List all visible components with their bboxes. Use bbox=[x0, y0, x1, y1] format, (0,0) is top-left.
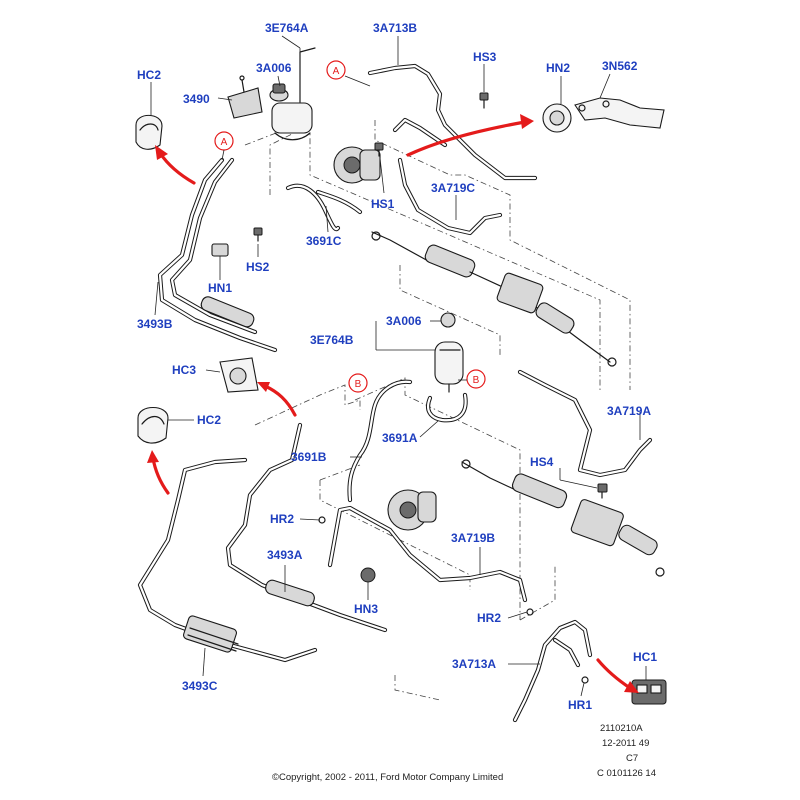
bolt-HS2 bbox=[253, 227, 263, 242]
nut-HN1 bbox=[211, 243, 229, 257]
callout-HN1: HN1 bbox=[208, 281, 232, 295]
callout-HR1: HR1 bbox=[568, 698, 592, 712]
reservoir-3E764A bbox=[269, 47, 316, 141]
flow-arrow-hc1-head bbox=[624, 681, 639, 693]
callout-3493C: 3493C bbox=[182, 679, 218, 693]
marker-A2: A bbox=[214, 131, 234, 161]
steering-rack-top bbox=[371, 231, 617, 367]
steering-rack-bottom bbox=[461, 459, 665, 577]
hose-3691A bbox=[425, 392, 468, 423]
callouts-bottom: 3A006 3E764B HC3 HC2 3691A 3691B 3A719A … bbox=[172, 314, 657, 712]
flow-arrow-hc2-bottom bbox=[151, 456, 170, 495]
callout-HS3: HS3 bbox=[473, 50, 497, 64]
clip-HR2-b bbox=[526, 608, 534, 616]
ref-line-3: C7 bbox=[626, 753, 638, 764]
callout-3A713B: 3A713B bbox=[373, 21, 417, 35]
marker-B1: B bbox=[348, 373, 368, 393]
reservoir-3E764B bbox=[434, 312, 464, 393]
ref-line-2: 12-2011 49 bbox=[602, 738, 649, 749]
marker-B2: B bbox=[458, 369, 486, 389]
bracket-3N562 bbox=[574, 97, 665, 129]
nut-HN3 bbox=[360, 567, 376, 583]
callout-HR2-a: HR2 bbox=[270, 512, 294, 526]
ref-line-4: C 0101126 14 bbox=[597, 768, 656, 779]
flow-arrow-hc1 bbox=[596, 658, 632, 690]
hose-3691C bbox=[285, 183, 363, 232]
hose-3493C bbox=[137, 457, 318, 663]
callout-3A713A: 3A713A bbox=[452, 657, 496, 671]
pump-bottom bbox=[387, 489, 437, 531]
hose-3A713A bbox=[512, 619, 593, 723]
footer: ©Copyright, 2002 - 2011, Ford Motor Comp… bbox=[272, 723, 656, 783]
callout-HS1: HS1 bbox=[371, 197, 395, 211]
callout-HS2: HS2 bbox=[246, 260, 270, 274]
callout-3493A: 3493A bbox=[267, 548, 303, 562]
flow-arrow-top-right bbox=[406, 120, 527, 157]
clip-HR1 bbox=[581, 676, 589, 684]
hose-3691B bbox=[347, 379, 413, 503]
callout-HC1: HC1 bbox=[633, 650, 657, 664]
bracket-3490 bbox=[227, 75, 263, 119]
hose-3493B bbox=[157, 157, 278, 353]
callouts-top: 3E764A 3A006 3490 HC2 3A713B HS3 HN2 3N5… bbox=[137, 21, 638, 331]
clamp-HC2-top bbox=[135, 114, 163, 150]
callout-HS4: HS4 bbox=[530, 455, 554, 469]
callout-3490: 3490 bbox=[183, 92, 210, 106]
hose-3493A bbox=[225, 422, 388, 633]
bolt-HS4 bbox=[597, 483, 608, 499]
flow-arrow-top-left-head bbox=[155, 145, 168, 160]
callout-3A006-bottom: 3A006 bbox=[386, 314, 422, 328]
callout-3493B: 3493B bbox=[137, 317, 173, 331]
clamp-HC2-bottom bbox=[137, 406, 169, 444]
callout-HC2-bottom: HC2 bbox=[197, 413, 221, 427]
callout-3N562: 3N562 bbox=[602, 59, 638, 73]
marker-A1-label: A bbox=[333, 66, 340, 77]
bolt-HS3 bbox=[479, 92, 489, 109]
copyright-text: ©Copyright, 2002 - 2011, Ford Motor Comp… bbox=[272, 772, 503, 783]
pump-top bbox=[333, 146, 381, 184]
bolt-HS1 bbox=[374, 142, 384, 157]
callout-3A719A: 3A719A bbox=[607, 404, 651, 418]
callout-3A719B: 3A719B bbox=[451, 531, 495, 545]
callout-3691B: 3691B bbox=[291, 450, 327, 464]
hose-3A719A bbox=[517, 369, 653, 478]
flow-arrow-top-left bbox=[158, 151, 196, 185]
flow-arrows bbox=[147, 114, 639, 693]
callout-3A719C: 3A719C bbox=[431, 181, 475, 195]
callout-3691C: 3691C bbox=[306, 234, 342, 248]
flow-arrow-hc3-head bbox=[257, 382, 270, 392]
ref-line-1: 2110210A bbox=[600, 723, 643, 734]
flow-arrow-hc3 bbox=[263, 384, 297, 417]
marker-A2-label: A bbox=[221, 137, 228, 148]
callout-HC3: HC3 bbox=[172, 363, 196, 377]
callout-HN2: HN2 bbox=[546, 61, 570, 75]
hose-3A719C bbox=[397, 157, 503, 236]
marker-A1: A bbox=[326, 60, 371, 87]
leader-lines bbox=[150, 35, 647, 697]
hose-3A719B bbox=[327, 505, 528, 603]
marker-B1-label: B bbox=[355, 379, 362, 390]
callout-3E764A: 3E764A bbox=[265, 21, 309, 35]
callout-HR2-b: HR2 bbox=[477, 611, 501, 625]
flow-arrow-top-right-head bbox=[520, 114, 534, 129]
clamp-HC1 bbox=[631, 679, 667, 705]
callout-3691A: 3691A bbox=[382, 431, 418, 445]
callout-HC2-top: HC2 bbox=[137, 68, 161, 82]
marker-B2-label: B bbox=[473, 375, 480, 386]
callout-3A006-top: 3A006 bbox=[256, 61, 292, 75]
flow-arrow-hc2-bottom-head bbox=[147, 450, 159, 463]
callout-HN3: HN3 bbox=[354, 602, 378, 616]
nut-HN2 bbox=[542, 103, 572, 133]
clamp-HC3 bbox=[219, 357, 259, 393]
hose-3A713B bbox=[367, 63, 538, 181]
callout-3E764B: 3E764B bbox=[310, 333, 354, 347]
